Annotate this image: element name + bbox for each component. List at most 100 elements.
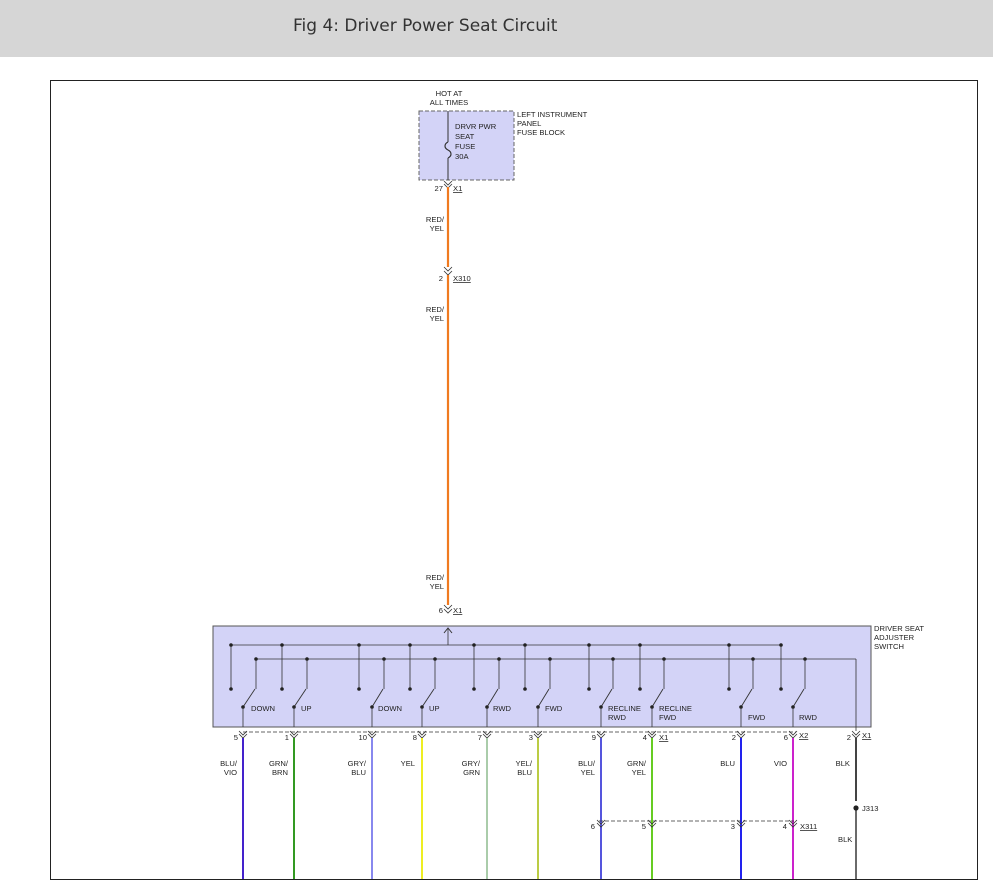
feed-color-2b: YEL bbox=[430, 314, 444, 323]
output-wire-color: BLU/ bbox=[578, 759, 596, 768]
switch-label-fwd-2: FWD bbox=[659, 713, 677, 722]
fuse-label-4: 30A bbox=[455, 152, 469, 161]
output-wire-color: BLU bbox=[351, 768, 366, 777]
header-bar: Fig 4: Driver Power Seat Circuit bbox=[0, 0, 993, 57]
output-wire-color: BLK bbox=[836, 759, 850, 768]
switch-contact-dot bbox=[779, 643, 783, 647]
switch-box bbox=[212, 625, 872, 728]
output-chevron-icon bbox=[851, 730, 861, 739]
output-pin: 8 bbox=[413, 733, 417, 742]
fuse-icon bbox=[444, 141, 452, 159]
switch-contact-dot bbox=[357, 687, 361, 691]
output-connector-x1b: X1 bbox=[862, 731, 871, 740]
switch-contact-dot bbox=[611, 657, 615, 661]
output-pin: 5 bbox=[234, 733, 238, 742]
switch-contact-dot bbox=[472, 643, 476, 647]
switch-label-down-2: DOWN bbox=[378, 704, 402, 713]
switch-contact-dot bbox=[638, 687, 642, 691]
switch-contact-dot bbox=[229, 687, 233, 691]
switch-blade bbox=[293, 688, 307, 708]
switch-contact-dot bbox=[779, 687, 783, 691]
switch-label-rwd-3: RWD bbox=[799, 713, 818, 722]
splice-pin: 2 bbox=[439, 274, 443, 283]
lower-chevron-icon bbox=[736, 819, 746, 828]
fuse-block-box bbox=[418, 110, 515, 181]
switch-blade bbox=[600, 688, 613, 708]
wiring-svg: HOT AT ALL TIMES LEFT INSTRUMENT PANEL F… bbox=[212, 89, 924, 879]
fuse-connector: X1 bbox=[453, 184, 462, 193]
splice-dot bbox=[853, 805, 859, 811]
output-wire-color: YEL bbox=[632, 768, 646, 777]
output-wire-color: VIO bbox=[224, 768, 237, 777]
fuse-pin: 27 bbox=[435, 184, 443, 193]
output-wire-color: BLU bbox=[720, 759, 735, 768]
switch-blade bbox=[371, 688, 384, 708]
switch-blade bbox=[486, 688, 499, 708]
page-title: Fig 4: Driver Power Seat Circuit bbox=[293, 16, 558, 36]
output-wire-color: YEL/ bbox=[516, 759, 533, 768]
feed-color-3a: RED/ bbox=[426, 573, 445, 582]
switch-contact-dot bbox=[254, 657, 258, 661]
fuse-label-1: DRVR PWR bbox=[455, 122, 497, 131]
output-wire-color: GRY/ bbox=[462, 759, 481, 768]
output-wires: 5BLU/VIO1GRN/BRN10GRY/BLU8YEL7GRY/GRN3YE… bbox=[220, 730, 861, 879]
fuse-block-name-2: PANEL bbox=[517, 119, 541, 128]
switch-label-down-1: DOWN bbox=[251, 704, 275, 713]
switch-contact-dot bbox=[548, 657, 552, 661]
output-wire-color: BLU bbox=[517, 768, 532, 777]
switch-contact-dot bbox=[638, 643, 642, 647]
switch-name-2: ADJUSTER bbox=[874, 633, 915, 642]
switch-blade bbox=[740, 688, 753, 708]
switch-label-up-1: UP bbox=[301, 704, 312, 713]
switch-contact-dot bbox=[280, 687, 284, 691]
switch-contact-dot bbox=[803, 657, 807, 661]
switch-blade bbox=[421, 688, 435, 708]
switch-contact-dot bbox=[727, 687, 731, 691]
fuse-label-3: FUSE bbox=[455, 142, 475, 151]
switch-contact-dot bbox=[433, 657, 437, 661]
switch-contact-dot bbox=[523, 687, 527, 691]
splice-connector: X310 bbox=[453, 274, 471, 283]
switch-blade bbox=[651, 688, 664, 708]
circuit-diagram: HOT AT ALL TIMES LEFT INSTRUMENT PANEL F… bbox=[50, 80, 978, 880]
switch-label-recline-1: RECLINE bbox=[608, 704, 641, 713]
connector-chevron-icon bbox=[443, 180, 453, 189]
switch-contact-dot bbox=[751, 657, 755, 661]
feed-color-2a: RED/ bbox=[426, 305, 445, 314]
fuse-block-name-3: FUSE BLOCK bbox=[517, 128, 565, 137]
output-wire-color: GRN/ bbox=[269, 759, 289, 768]
fuse-label-2: SEAT bbox=[455, 132, 475, 141]
switch-label-rwd-1: RWD bbox=[493, 704, 512, 713]
output-wire-color: YEL bbox=[401, 759, 415, 768]
output-pin: 2 bbox=[847, 733, 851, 742]
switch-blade bbox=[242, 688, 256, 708]
splice-name: J313 bbox=[862, 804, 878, 813]
feed-color-3b: YEL bbox=[430, 582, 444, 591]
feed-color-1a: RED/ bbox=[426, 215, 445, 224]
output-pin: 1 bbox=[285, 733, 289, 742]
switch-name-1: DRIVER SEAT bbox=[874, 624, 924, 633]
switch-label-up-2: UP bbox=[429, 704, 440, 713]
switch-contact-dot bbox=[408, 643, 412, 647]
switch-contact-dot bbox=[587, 687, 591, 691]
lower-connector-pin: 6 bbox=[591, 822, 595, 831]
output-connector-x1a: X1 bbox=[659, 733, 668, 742]
output-wire-color: YEL bbox=[581, 768, 595, 777]
hot-label-2: ALL TIMES bbox=[430, 98, 468, 107]
feed-color-1b: YEL bbox=[430, 224, 444, 233]
output-pin: 4 bbox=[643, 733, 647, 742]
output-wire-color: GRN bbox=[463, 768, 480, 777]
output-chevron-icon bbox=[417, 730, 427, 739]
output-pin: 2 bbox=[732, 733, 736, 742]
output-pin: 7 bbox=[478, 733, 482, 742]
switch-contact-dot bbox=[497, 657, 501, 661]
switch-label-rwd-2: RWD bbox=[608, 713, 627, 722]
lower-chevron-icon bbox=[647, 819, 657, 828]
switch-contact-dot bbox=[662, 657, 666, 661]
switch-contact-dot bbox=[280, 643, 284, 647]
switch-contact-dot bbox=[357, 643, 361, 647]
switch-name-3: SWITCH bbox=[874, 642, 904, 651]
hot-label-1: HOT AT bbox=[436, 89, 463, 98]
switch-contact-dot bbox=[382, 657, 386, 661]
output-connector-x2: X2 bbox=[799, 731, 808, 740]
